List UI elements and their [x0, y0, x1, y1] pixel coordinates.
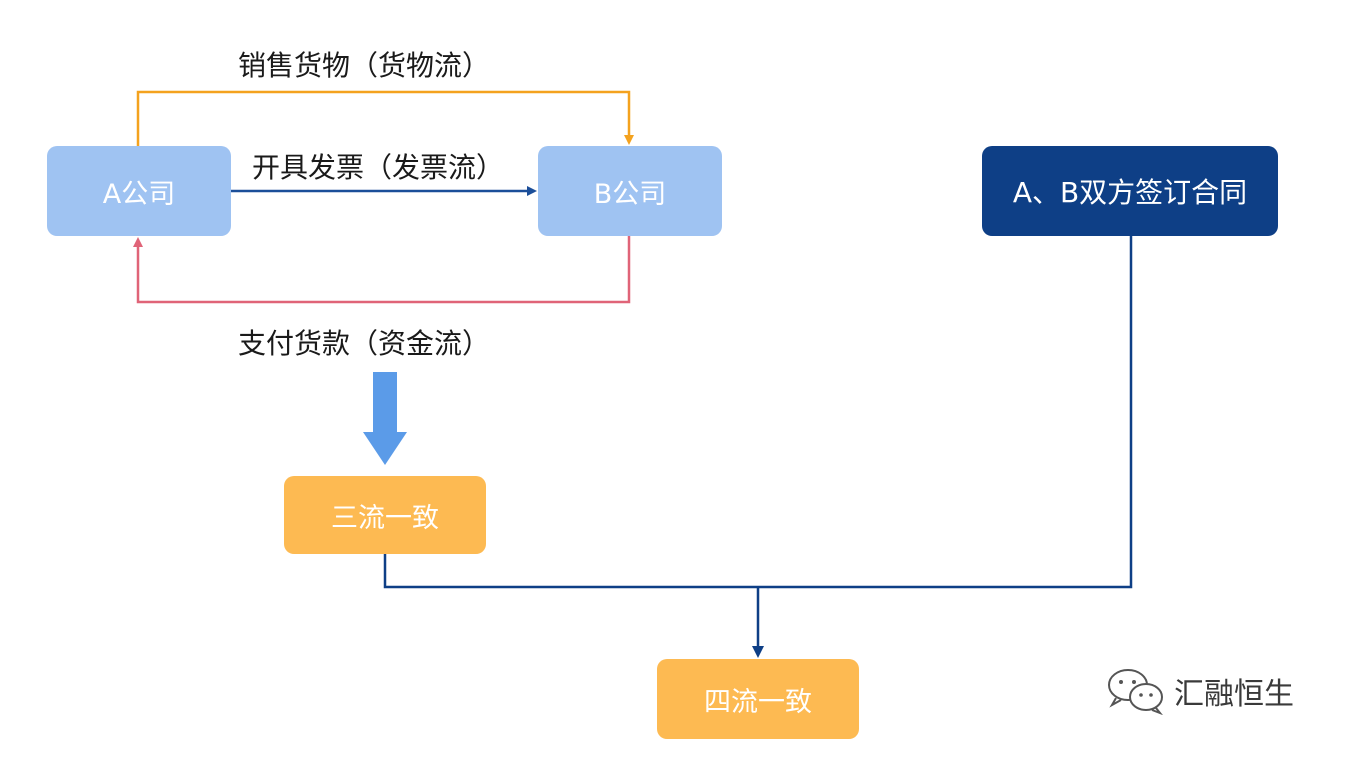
company-b-node: B公司 [538, 146, 722, 236]
invoice-flow-label: 开具发票（发票流） [252, 151, 505, 184]
four-flows-node: 四流一致 [657, 659, 859, 739]
goods-flow-line [136, 90, 634, 146]
four-flows-label: 四流一致 [704, 686, 812, 718]
three-flows-node: 三流一致 [284, 476, 486, 554]
big-down-arrow [363, 372, 407, 465]
payment-flow-line [133, 236, 631, 304]
watermark: 汇融恒生 [1106, 667, 1294, 715]
payment-flow-label: 支付货款（资金流） [238, 327, 491, 360]
contract-node: A、B双方签订合同 [982, 146, 1278, 236]
company-a-node: A公司 [47, 146, 231, 236]
goods-flow-label: 销售货物（货物流） [238, 49, 491, 82]
wechat-icon [1108, 669, 1163, 715]
company-b-label: B公司 [593, 178, 667, 210]
contract-label: A、B双方签订合同 [1012, 176, 1248, 209]
three-to-four-connector [383, 236, 1133, 589]
company-a-label: A公司 [102, 178, 176, 210]
watermark-text: 汇融恒生 [1174, 677, 1294, 712]
three-flows-label: 三流一致 [331, 502, 439, 534]
